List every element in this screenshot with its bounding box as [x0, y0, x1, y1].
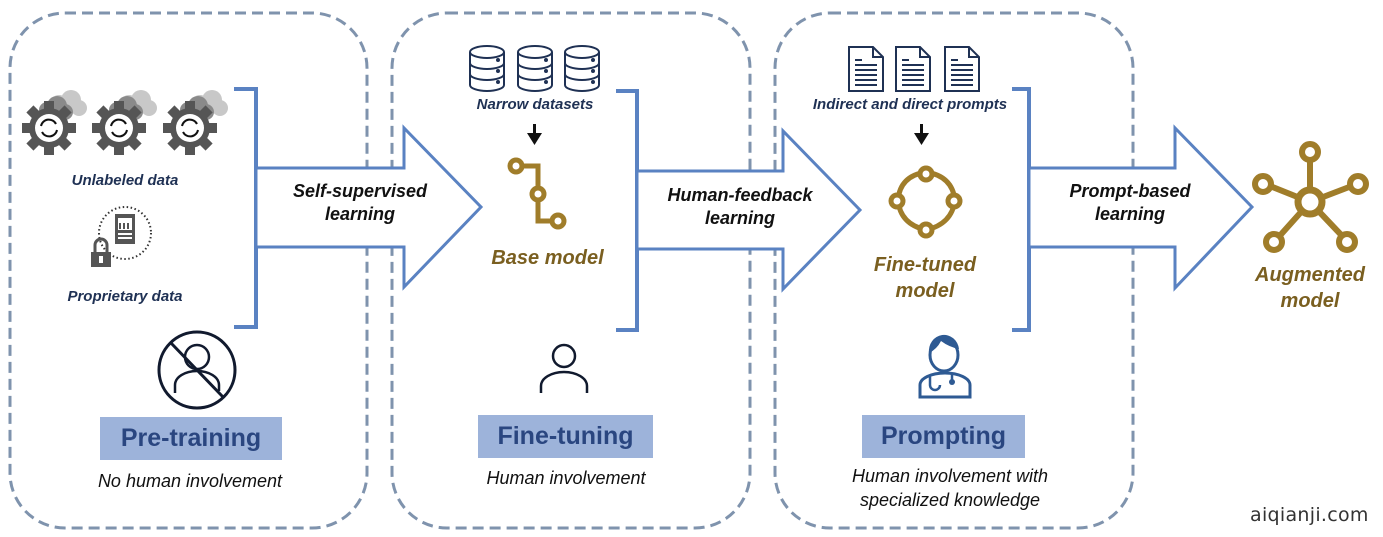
arrow-human-feedback	[616, 89, 863, 332]
panel-pretraining-border	[8, 11, 369, 530]
model-label-line: model	[895, 280, 955, 302]
arrow-label-self-supervised: Self-supervised learning	[262, 180, 458, 226]
person-icon	[539, 343, 589, 393]
arrow-label-line: Self-supervised	[292, 181, 428, 201]
down-arrow-icon	[914, 124, 929, 145]
database-icon	[564, 45, 600, 92]
star-network-icon	[1252, 141, 1369, 253]
document-icon	[944, 46, 980, 92]
source-label-unlabeled-data: Unlabeled data	[71, 172, 179, 189]
panel-finetuning-border	[390, 11, 752, 530]
stage-label-finetuning: Fine-tuning	[478, 415, 653, 458]
no-person-icon	[157, 330, 237, 410]
watermark: aiqianji.com	[1250, 504, 1369, 526]
document-icon	[848, 46, 884, 92]
gear-cloud-icon	[163, 90, 228, 155]
locked-report-icon	[91, 206, 152, 267]
panel-prompting-border	[773, 11, 1135, 530]
doctor-icon	[918, 334, 972, 399]
stage-description-finetuning: Human involvement	[486, 468, 646, 488]
description-line: specialized knowledge	[859, 490, 1041, 510]
gear-cloud-icon	[22, 90, 87, 155]
arrow-label-prompt-based: Prompt-based learning	[1035, 180, 1225, 226]
ring-nodes-icon	[888, 165, 963, 239]
stage-description-prompting: Human involvement with specialized knowl…	[820, 464, 1080, 512]
model-label-line: model	[1280, 290, 1340, 312]
arrow-label-line: Human-feedback	[667, 185, 813, 205]
arrow-label-line: learning	[704, 208, 775, 228]
source-label-prompts: Indirect and direct prompts	[812, 96, 1008, 113]
source-label-narrow-datasets: Narrow datasets	[476, 96, 594, 113]
arrow-prompt-based	[1012, 87, 1255, 332]
down-arrow-icon	[527, 124, 542, 145]
source-label-proprietary-data: Proprietary data	[67, 288, 183, 305]
arrow-label-line: learning	[1094, 204, 1165, 224]
arrow-self-supervised	[234, 87, 484, 329]
stage-label-pretraining: Pre-training	[100, 417, 282, 460]
gear-cloud-icon	[92, 90, 157, 155]
arrow-label-line: learning	[324, 204, 395, 224]
document-icon	[895, 46, 931, 92]
model-label-line: Augmented	[1255, 264, 1365, 286]
arrow-label-human-feedback: Human-feedback learning	[640, 184, 840, 230]
database-icon	[517, 45, 553, 92]
model-label-augmented: Augmented model	[1235, 262, 1383, 314]
chain-nodes-icon	[507, 157, 567, 230]
database-icon	[469, 45, 505, 92]
arrow-label-line: Prompt-based	[1069, 181, 1191, 201]
model-label-base-model: Base model	[491, 247, 604, 269]
model-label-fine-tuned: Fine-tuned model	[850, 252, 1000, 304]
description-line: Human involvement with	[851, 466, 1049, 486]
stage-label-prompting: Prompting	[862, 415, 1025, 458]
stage-description-pretraining: No human involvement	[97, 471, 283, 491]
model-label-line: Fine-tuned	[873, 254, 977, 276]
